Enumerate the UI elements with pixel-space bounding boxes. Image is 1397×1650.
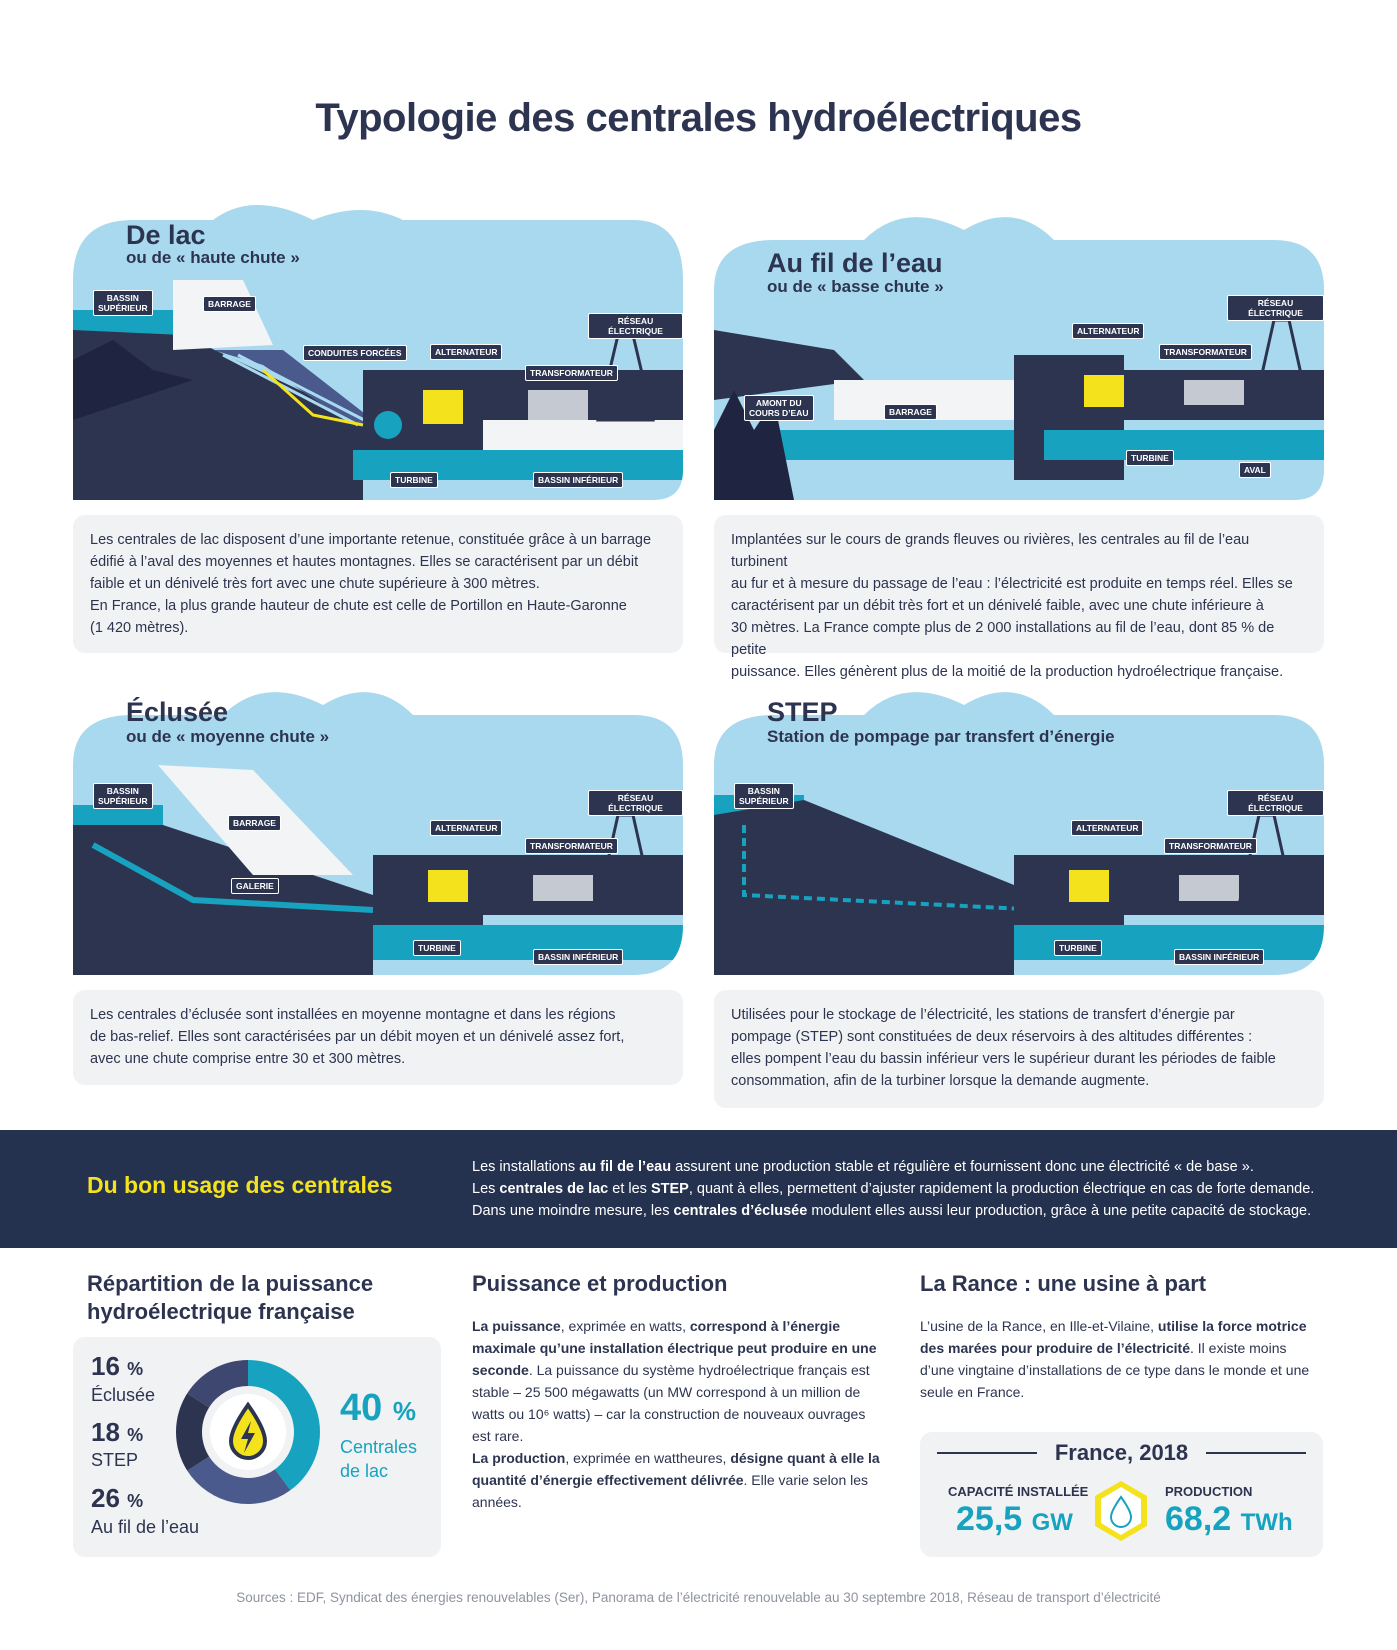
band-title: Du bon usage des centrales xyxy=(87,1172,393,1198)
lac-tag-alternateur: ALTERNATEUR xyxy=(430,344,503,360)
lac-tag-bassin: BASSIN SUPÉRIEUR xyxy=(93,290,153,316)
fil-tag-aval: AVAL xyxy=(1239,462,1271,478)
eclusee-description: Les centrales d’éclusée sont installées … xyxy=(73,990,683,1085)
eclusee-tag-alternateur: ALTERNATEUR xyxy=(430,820,503,836)
page-title: Typologie des centrales hydroélectriques xyxy=(315,96,1082,140)
rance-title: La Rance : une usine à part xyxy=(920,1271,1207,1296)
eclusee-tag-transformateur: TRANSFORMATEUR xyxy=(525,838,618,854)
fil-tag-alternateur: ALTERNATEUR xyxy=(1072,323,1145,339)
label-eclusee: Éclusée xyxy=(91,1385,156,1405)
hexagon-drop-icon xyxy=(1095,1481,1147,1541)
panel-fil: Au fil de l’eau ou de « basse chute » RÉ… xyxy=(714,200,1324,680)
pct-fil: 26 % xyxy=(91,1483,144,1513)
lac-tag-transformateur: TRANSFORMATEUR xyxy=(525,365,618,381)
step-tag-bassin: BASSIN SUPÉRIEUR xyxy=(734,783,794,809)
puissance-text: La puissance, exprimée en watts, corresp… xyxy=(472,1318,880,1510)
fil-description: Implantées sur le cours de grands fleuve… xyxy=(714,515,1324,680)
lac-title: De lac xyxy=(126,220,206,250)
donut-slice-2 xyxy=(176,1393,210,1471)
capacity-value: 25,5 GW xyxy=(956,1500,1073,1538)
lac-tag-barrage: BARRAGE xyxy=(203,296,256,312)
eclusee-tag-turbine: TURBINE xyxy=(413,940,461,956)
eclusee-tag-galerie: GALERIE xyxy=(231,878,279,894)
rance-box-line-right xyxy=(1206,1452,1306,1454)
eclusee-title: Éclusée xyxy=(126,697,229,727)
donut-slice-1 xyxy=(187,1456,291,1504)
fil-tag-turbine: TURBINE xyxy=(1126,450,1174,466)
fil-title: Au fil de l’eau xyxy=(767,248,943,278)
panel-eclusee: Éclusée ou de « moyenne chute » BASSIN S… xyxy=(73,675,683,1095)
lac-tag-bassin-inf: BASSIN INFÉRIEUR xyxy=(533,472,624,488)
fil-tag-amont: AMONT DU COURS D’EAU xyxy=(744,395,814,421)
eclusee-tag-barrage: BARRAGE xyxy=(228,815,281,831)
eclusee-subtitle: ou de « moyenne chute » xyxy=(126,727,330,746)
repartition-box: 16 % Éclusée 18 % STEP 26 % Au fil de l’… xyxy=(73,1337,441,1557)
rance-box-line-left xyxy=(937,1452,1037,1454)
scene-lac xyxy=(73,200,683,500)
fil-subtitle: ou de « basse chute » xyxy=(767,277,944,296)
lac-tag-reseau: RÉSEAU ÉLECTRIQUE xyxy=(588,313,683,339)
step-tag-bassin-inf: BASSIN INFÉRIEUR xyxy=(1174,949,1265,965)
rance-box: France, 2018 CAPACITÉ INSTALLÉE 25,5 GW … xyxy=(920,1432,1323,1557)
eclusee-tag-bassin-inf: BASSIN INFÉRIEUR xyxy=(533,949,624,965)
step-subtitle: Station de pompage par transfert d’énerg… xyxy=(767,727,1115,746)
production-label: PRODUCTION xyxy=(1165,1484,1253,1499)
rance-text: L’usine de la Rance, en Ille-et-Vilaine,… xyxy=(920,1318,1310,1400)
puissance-title: Puissance et production xyxy=(472,1271,728,1296)
step-tag-turbine: TURBINE xyxy=(1054,940,1102,956)
scene-eclusee xyxy=(73,675,683,975)
sources-footer: Sources : EDF, Syndicat des énergies ren… xyxy=(236,1590,1161,1605)
lac-tag-conduites: CONDUITES FORCÉES xyxy=(303,345,407,361)
step-description: Utilisées pour le stockage de l’électric… xyxy=(714,990,1324,1108)
pct-eclusee: 16 % xyxy=(91,1351,144,1381)
pct-step: 18 % xyxy=(91,1417,144,1447)
eclusee-tag-reseau: RÉSEAU ÉLECTRIQUE xyxy=(588,790,683,816)
fil-tag-transformateur: TRANSFORMATEUR xyxy=(1159,344,1252,360)
lac-tag-turbine: TURBINE xyxy=(390,472,438,488)
eclusee-tag-bassin: BASSIN SUPÉRIEUR xyxy=(93,783,153,809)
capacity-label: CAPACITÉ INSTALLÉE xyxy=(948,1484,1089,1499)
fil-tag-reseau: RÉSEAU ÉLECTRIQUE xyxy=(1227,295,1324,321)
lac-description: Les centrales de lac disposent d’une imp… xyxy=(73,515,683,653)
step-tag-transformateur: TRANSFORMATEUR xyxy=(1164,838,1257,854)
lac-illustration xyxy=(73,205,683,500)
panel-lac: De lac ou de « haute chute » BASSIN SUPÉ… xyxy=(73,200,683,655)
donut-chart xyxy=(176,1360,320,1504)
bolt-icon xyxy=(241,1421,255,1453)
fil-tag-barrage: BARRAGE xyxy=(884,404,937,420)
donut-slice-0 xyxy=(248,1360,320,1491)
scene-step xyxy=(714,675,1324,975)
step-title: STEP xyxy=(767,697,838,727)
step-tag-alternateur: ALTERNATEUR xyxy=(1071,820,1144,836)
rance-box-title: France, 2018 xyxy=(1054,1440,1189,1465)
donut-slice-3 xyxy=(187,1360,248,1408)
usage-band: Du bon usage des centrales Les installat… xyxy=(0,1130,1397,1248)
eclusee-illustration xyxy=(73,692,683,975)
band-text: Les installations au fil de l’eau assure… xyxy=(472,1159,1315,1219)
step-tag-reseau: RÉSEAU ÉLECTRIQUE xyxy=(1227,790,1324,816)
lac-subtitle: ou de « haute chute » xyxy=(126,248,300,267)
panel-step: STEP Station de pompage par transfert d’… xyxy=(714,675,1324,1110)
label-step: STEP xyxy=(91,1450,139,1470)
production-value: 68,2 TWh xyxy=(1165,1500,1293,1538)
pct-lac: 40 % xyxy=(340,1387,416,1429)
step-illustration xyxy=(714,692,1324,975)
label-fil: Au fil de l’eau xyxy=(91,1517,200,1537)
